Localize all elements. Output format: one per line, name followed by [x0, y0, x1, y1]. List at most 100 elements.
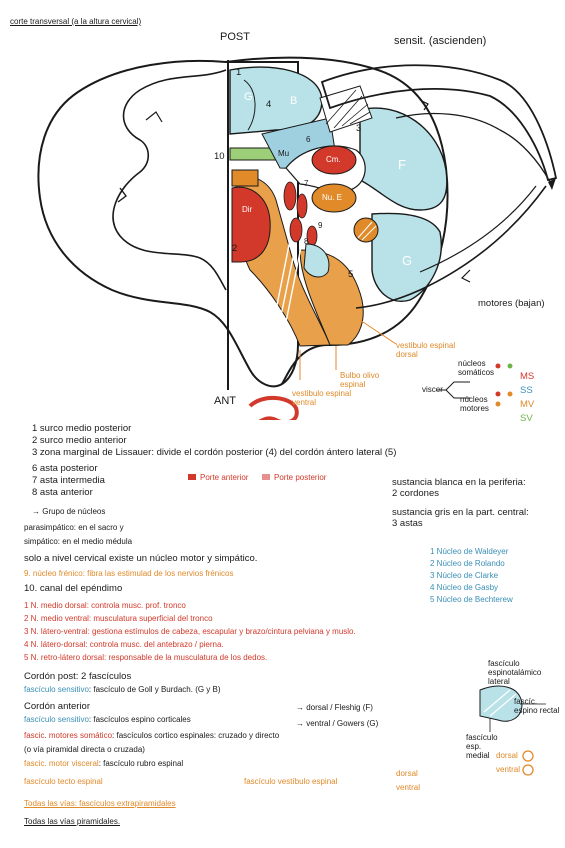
legend-post: Porte posterior	[262, 474, 326, 482]
num-3: 3	[356, 123, 362, 134]
blue-1: 1 Núcleo de Waldeyer	[430, 547, 509, 556]
gollbur-line: fascículo sensitivo: fascículo de Goll y…	[24, 686, 221, 694]
motor-visceral: fascic. motor visceral	[24, 759, 99, 768]
mini-ventral: ventral	[496, 765, 521, 774]
label-dir: Dir	[242, 205, 253, 214]
ascend-label: sensit. (ascienden)	[394, 35, 487, 47]
espino: : fascículos espino corticales	[88, 715, 191, 724]
num-5: 5	[348, 269, 354, 280]
gray-matter-left	[112, 69, 227, 291]
gollbur: : fascículo de Goll y Burdach. (G y B)	[88, 685, 221, 694]
legend-dot-ss	[507, 363, 513, 369]
rubro-line: fascic. motor visceral: fascículo rubro …	[24, 760, 183, 768]
tract-vest-vent: vestibulo espinal ventral	[292, 389, 352, 407]
todos-vias: Todas las vías: fascículos extrapiramida…	[24, 799, 176, 808]
num-10: 10	[214, 151, 225, 162]
num-2: 2	[232, 243, 238, 254]
red-4: 4 N. látero-dorsal: controla musc. del a…	[24, 640, 224, 649]
spinal-cord-diagram	[37, 56, 558, 420]
legend-visceral: viscer	[422, 385, 443, 394]
num-4: 4	[266, 99, 272, 110]
red-5: 5 N. retro-látero dorsal: responsable de…	[24, 653, 268, 662]
blue-2: 2 Núcleo de Rolando	[430, 559, 505, 568]
rubro: : fascículo rubro espinal	[98, 759, 184, 768]
legend-ant-text: Porte anterior	[200, 473, 249, 482]
red-1: 1 N. medio dorsal: controla musc. prof. …	[24, 601, 186, 610]
label-b-left: B	[290, 95, 298, 107]
ant-label: ANT	[214, 395, 236, 407]
mini-dorsal: dorsal	[496, 751, 518, 760]
legend-ms: MS	[520, 371, 535, 382]
note-simp: simpático: en el medio médula	[24, 537, 133, 546]
note-10: 10. canal del epéndimo	[24, 583, 123, 594]
dorsal-line: → dorsal / Fleshig (F)	[296, 703, 373, 712]
fasc-sens-2: fascículo sensitivo	[24, 715, 89, 724]
label-f-right: F	[398, 157, 406, 172]
num-6: 6	[306, 135, 311, 144]
legend-dot-mv	[495, 391, 501, 397]
num-7: 7	[304, 179, 309, 188]
note-sust-gris: sustancia gris en la part. central: 3 as…	[392, 507, 529, 529]
legend-nucleos: núcleos somáticos	[458, 359, 495, 377]
ventral-line: → ventral / Gowers (G)	[296, 719, 379, 728]
label-nue: Nu. E	[322, 193, 343, 202]
cord-outline-left	[37, 59, 299, 388]
tract-vest-esp: vestibulo espinal dorsal	[396, 341, 456, 359]
ventral2: ventral	[396, 783, 421, 792]
blue-5: 5 Núcleo de Bechterew	[430, 595, 513, 604]
note-solo: solo a nivel cervical existe un núcleo m…	[24, 553, 258, 564]
note-sust-blanca: sustancia blanca en la periferia: 2 cord…	[392, 477, 526, 499]
num-8: 8	[304, 237, 309, 246]
ventral-circle	[522, 764, 534, 776]
motor-somatico: fascic. motores somático	[24, 731, 113, 740]
via-line: (o vía piramidal directa o cruzada)	[24, 745, 145, 754]
cortico: : fascículos cortico espinales: cruzado …	[112, 731, 280, 740]
mini-label-3: fascículo esp. medial	[466, 733, 498, 760]
mini-diagram	[479, 685, 546, 776]
mini-label-2: fascíc. espino rectal	[514, 697, 560, 715]
note-1: 1 surco medio posterior	[32, 423, 132, 434]
note-8: 8 asta anterior	[32, 487, 93, 498]
arm-icon	[248, 396, 299, 420]
legend-sv: SV	[520, 413, 533, 424]
dorsal2: dorsal	[396, 769, 418, 778]
red-3: 3 N. látero-ventral: gestiona estímulos …	[24, 627, 356, 636]
blue-4: 4 Núcleo de Gasby	[430, 583, 499, 592]
legend-mv: MV	[520, 399, 535, 410]
note-3: 3 zona marginal de Lissauer: divide el c…	[32, 447, 397, 458]
num-9: 9	[318, 221, 323, 230]
note-grupo: → Grupo de núcleos	[32, 507, 106, 516]
cordon-post: Cordón post: 2 fascículos	[24, 671, 132, 682]
cordon-ant: Cordón anterior	[24, 701, 91, 712]
post-label: POST	[220, 31, 250, 43]
cortico-line: fascic. motores somático: fascículos cor…	[24, 732, 279, 740]
note-parasimp: parasimpático: en el sacro y	[24, 523, 124, 532]
mini-label-1: fascículo espinotalámico lateral	[488, 659, 542, 686]
dorsal-circle	[522, 750, 534, 762]
red-2: 2 N. medio ventral: musculatura superfic…	[24, 614, 213, 623]
label-g-left: G	[244, 91, 253, 103]
espino-line: fascículo sensitivo: fascículos espino c…	[24, 716, 191, 724]
label-g-right: G	[402, 253, 413, 268]
legend-motores: núcleos motores	[460, 395, 489, 413]
todos-piram: Todas las vías piramidales.	[24, 817, 121, 826]
legend-post-text: Porte posterior	[274, 473, 327, 482]
descend-label: motores (bajan)	[478, 298, 545, 309]
fasc-sens: fascículo sensitivo	[24, 685, 89, 694]
num-1: 1	[236, 67, 242, 78]
tract-olivo: Bulbo olivo espinal	[340, 371, 380, 389]
note-9: 9. núcleo frénico: fibra las estimulad d…	[24, 569, 234, 578]
note-7: 7 asta intermedia	[32, 475, 105, 486]
legend-ss: SS	[520, 385, 533, 396]
vest-esp-line: fascículo vestíbulo espinal	[244, 777, 338, 786]
legend-ant: Porte anterior	[188, 474, 248, 482]
note-6: 6 asta posterior	[32, 463, 98, 474]
tecto-line: fascículo tecto espinal	[24, 777, 103, 786]
label-mu: Mu	[278, 149, 290, 158]
blue-3: 3 Núcleo de Clarke	[430, 571, 499, 580]
label-cm: Cm.	[326, 155, 341, 164]
legend-dot-sv	[507, 391, 513, 397]
diagram-title: corte transversal (a la altura cervical)	[10, 17, 142, 26]
note-2: 2 surco medio anterior	[32, 435, 127, 446]
